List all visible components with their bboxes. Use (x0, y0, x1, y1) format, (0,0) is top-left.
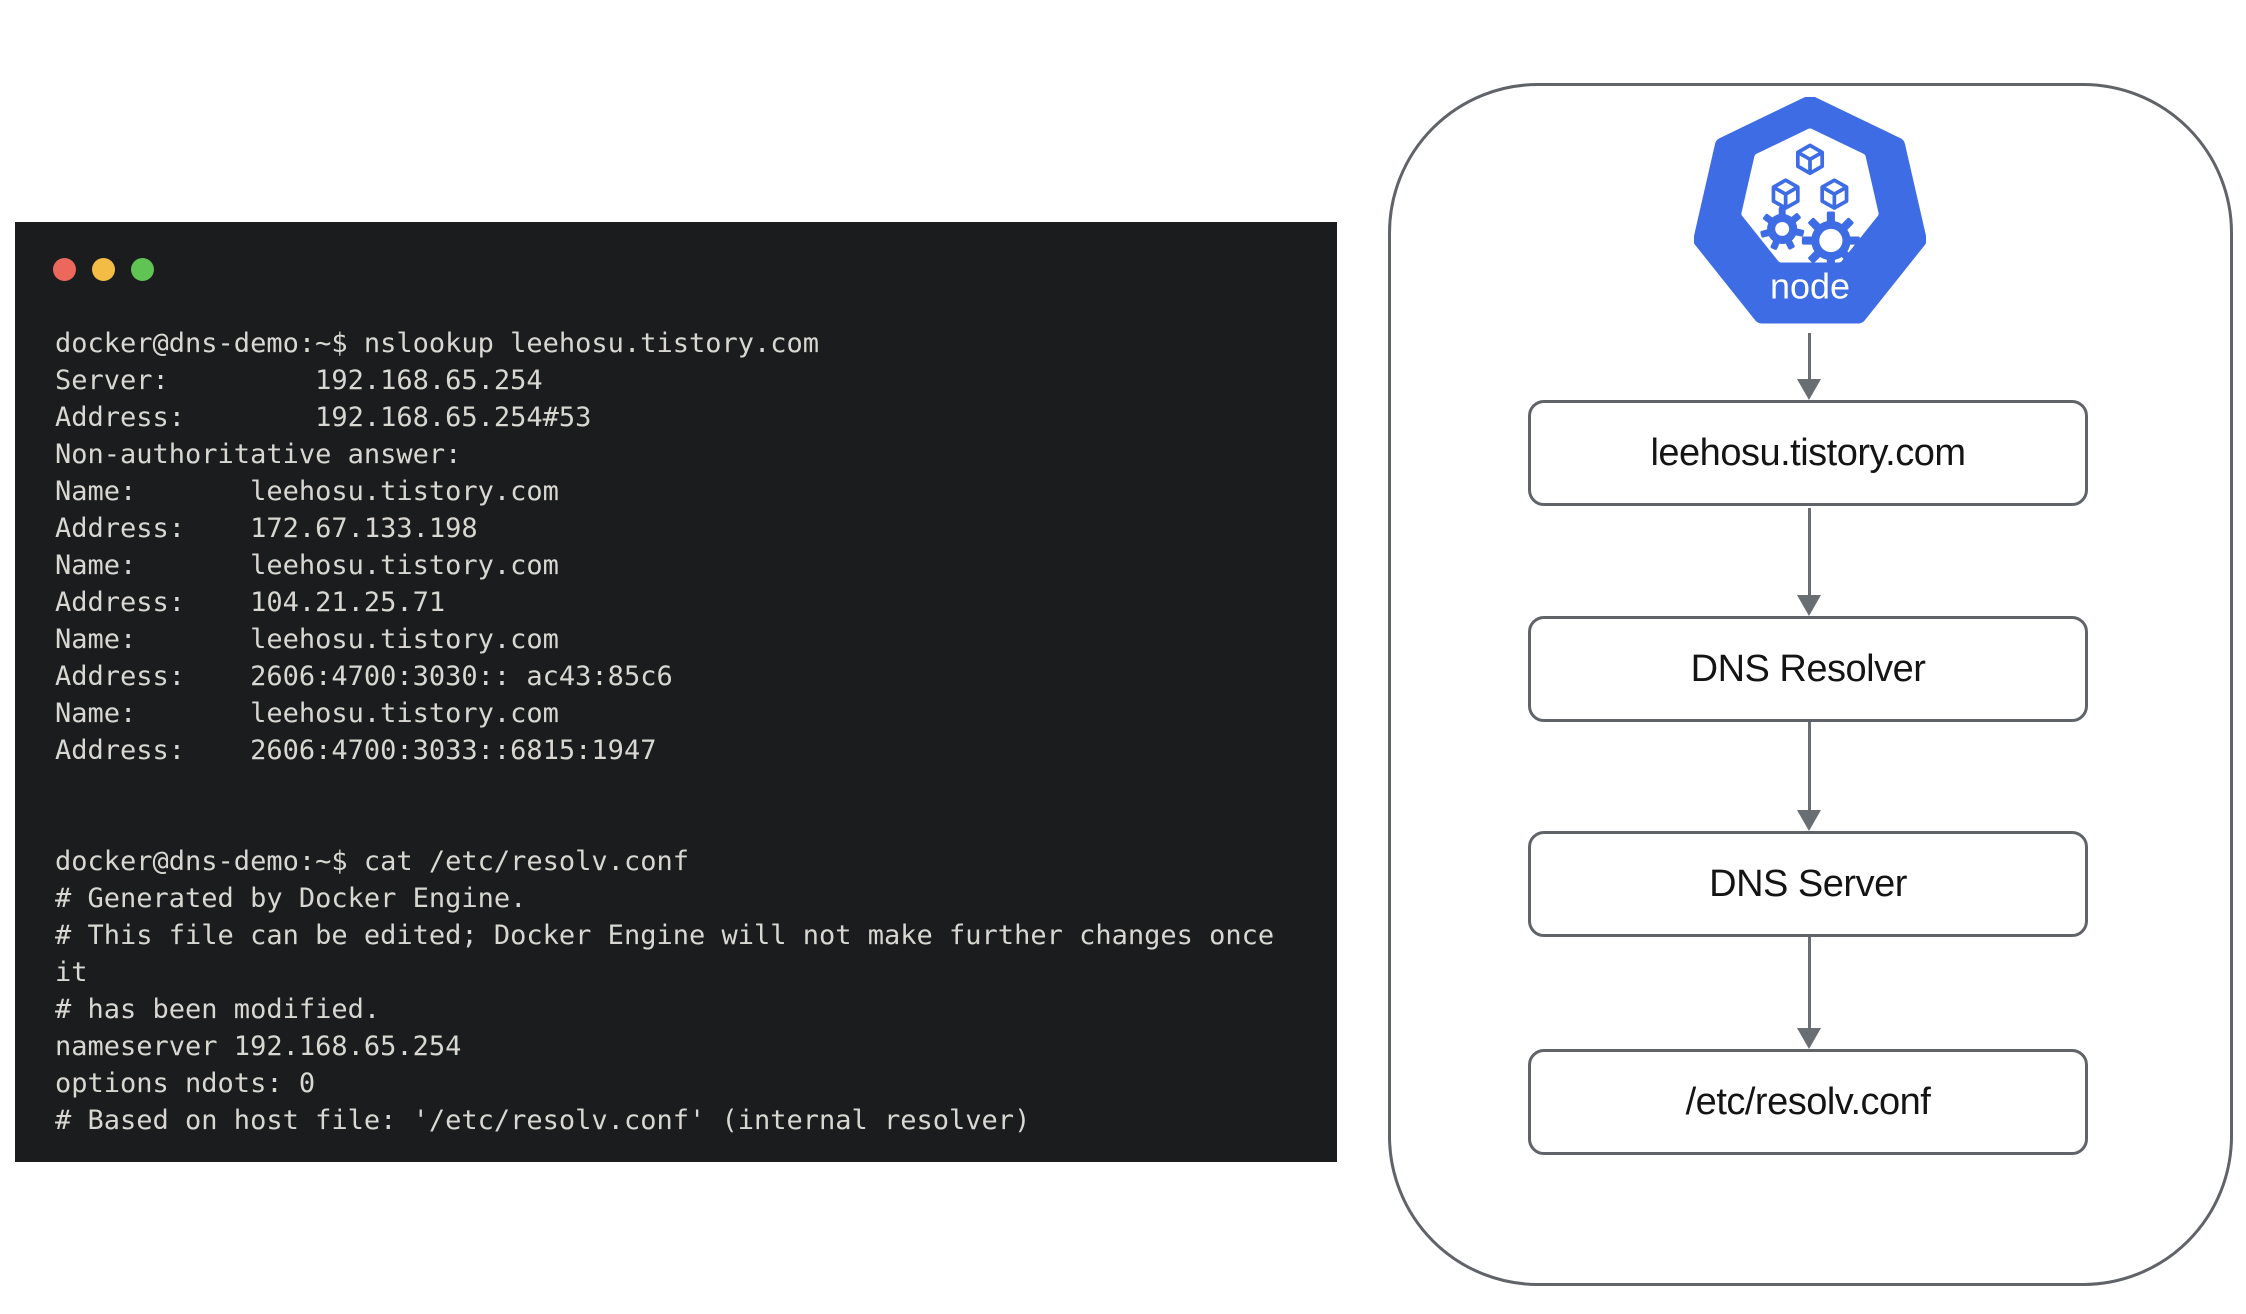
node-label: node (1770, 266, 1850, 307)
cubes-glyph (1771, 143, 1849, 210)
zoom-window-button[interactable] (131, 258, 154, 281)
terminal-window[interactable]: docker@dns-demo:~$ nslookup leehosu.tist… (15, 222, 1337, 1162)
terminal-output: docker@dns-demo:~$ nslookup leehosu.tist… (55, 328, 1275, 1136)
kubernetes-node-icon: node (1694, 97, 1926, 324)
arrow-server-to-resolvconf (1808, 937, 1811, 1028)
flow-box-domain: leehosu.tistory.com (1528, 400, 2088, 506)
window-controls (15, 222, 1337, 281)
arrow-domain-to-resolver (1808, 508, 1811, 596)
minimize-window-button[interactable] (92, 258, 115, 281)
arrow-resolver-to-server (1808, 722, 1811, 810)
arrowhead-icon (1797, 379, 1821, 400)
close-window-button[interactable] (53, 258, 76, 281)
gears-glyph (1760, 206, 1860, 270)
flow-box-etc-resolv-conf: /etc/resolv.conf (1528, 1049, 2088, 1155)
flow-box-dns-resolver: DNS Resolver (1528, 616, 2088, 722)
arrowhead-icon (1797, 1028, 1821, 1049)
flow-box-dns-server: DNS Server (1528, 831, 2088, 937)
arrowhead-icon (1797, 595, 1821, 616)
arrowhead-icon (1797, 810, 1821, 831)
arrow-node-to-domain (1808, 333, 1811, 380)
